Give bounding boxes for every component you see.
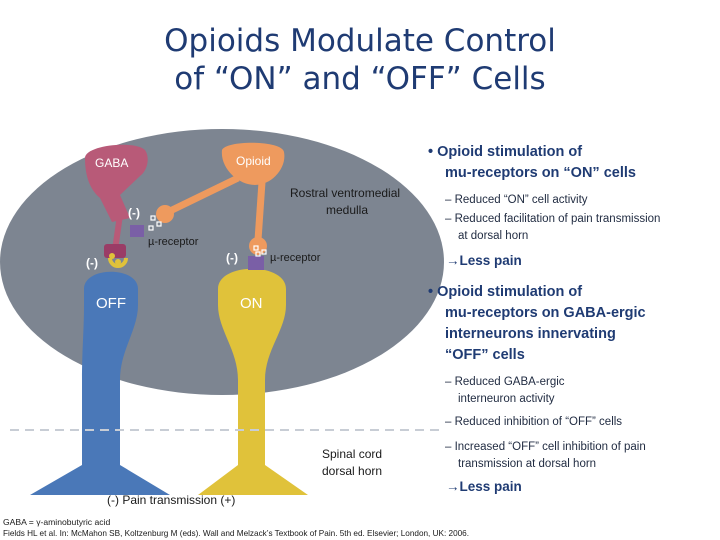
footer-abbreviation: GABA = γ-aminobutyric acid [3,517,111,527]
gaba-receptor-off-icon [108,253,128,268]
spinal-label-line-1: Spinal cord [322,447,382,461]
off-cell-label: OFF [96,295,126,312]
bullet-1-sub-1: – Reduced “ON” cell activity [445,194,588,206]
bullet-1-line-1: Opioid stimulation of [437,144,583,160]
bullet-2-sub-3-line-2: transmission at dorsal horn [458,458,597,470]
medulla-ellipse [0,129,444,395]
opioid-molecules-on-icon [253,245,267,257]
bullet-1-result: →Less pain [446,253,522,268]
bullet-2-result-text: Less pain [459,479,522,494]
rvm-label-line-2: medulla [326,203,368,217]
bullet-1-result-text: Less pain [459,253,522,268]
opioid-axon-to-on [254,181,266,241]
bullet-2-sub-2: – Reduced inhibition of “OFF” cells [445,416,623,428]
bullet-2-sub-1: – Reduced GABA-ergic interneuron activit… [445,374,715,408]
mu-receptor-gaba-icon [130,225,144,237]
bullet-2-sub-1-line-1: Reduced GABA-ergic [454,376,565,388]
gaba-terminal [104,244,126,258]
bullet-1-sub-2-line-1: Reduced facilitation of pain transmissio… [454,213,661,225]
bullet-2-sub-3: – Increased “OFF” cell inhibition of pai… [445,439,715,473]
on-cell-label: ON [240,295,263,312]
mu-receptor-label-1: µ-receptor [148,236,199,248]
bullet-1: • Opioid stimulation of mu-receptors on … [428,142,713,184]
inhibition-label-on: (-) [226,251,238,265]
bullet-2-result: →Less pain [446,479,522,494]
bullet-2-sub-1-line-2: interneuron activity [458,393,555,405]
bullet-1-sub-1-text: Reduced “ON” cell activity [454,194,588,206]
bullet-1-sub-2: – Reduced facilitation of pain transmiss… [445,211,715,245]
title-line-2: of “ON” and “OFF” Cells [174,61,546,97]
bullet-2-line-2: mu-receptors on GABA-ergic [445,305,646,321]
inhibition-label-gaba: (-) [128,206,140,220]
bullet-1-line-2: mu-receptors on “ON” cells [445,165,636,181]
mu-receptor-on-icon [248,256,264,270]
footer-citation: Fields HL et al. In: McMahon SB, Koltzen… [3,529,470,538]
bullet-1-sub-2-line-2: at dorsal horn [458,230,529,242]
arrow-right-icon: → [446,479,460,494]
gaba-neuron [85,144,148,222]
title-line-1: Opioids Modulate Control [164,23,556,59]
bullet-dot-1: • [428,144,438,160]
off-cell-body [30,271,170,495]
opioid-axon-to-gaba [166,174,240,216]
opioid-terminal-gaba [156,205,174,223]
pain-transmission-label: (-) Pain transmission (+) [107,493,235,507]
gaba-label: GABA [95,156,128,170]
bullet-2-line-1: Opioid stimulation of [437,284,583,300]
arrow-right-icon: → [446,253,460,268]
bullet-2-sub-2-text: Reduced inhibition of “OFF” cells [454,416,623,428]
bullet-2-sub-3-line-1: Increased “OFF” cell inhibition of pain [454,441,646,453]
rvm-label-line-1: Rostral ventromedial [290,186,400,200]
mu-receptor-label-2: µ-receptor [270,252,321,264]
slide-title: Opioids Modulate Control of “ON” and “OF… [0,22,720,98]
bullet-2-line-3: interneurons innervating [445,326,616,342]
opioid-molecules-gaba-icon [148,215,162,231]
inhibition-label-off: (-) [86,256,98,270]
bullet-2: • Opioid stimulation of mu-receptors on … [428,282,713,366]
spinal-label-line-2: dorsal horn [322,464,382,478]
bullet-2-line-4: “OFF” cells [445,347,525,363]
bullet-dot-2: • [428,284,438,300]
opioid-neuron [221,142,285,185]
on-cell-body [198,268,308,495]
opioid-label: Opioid [236,154,271,168]
